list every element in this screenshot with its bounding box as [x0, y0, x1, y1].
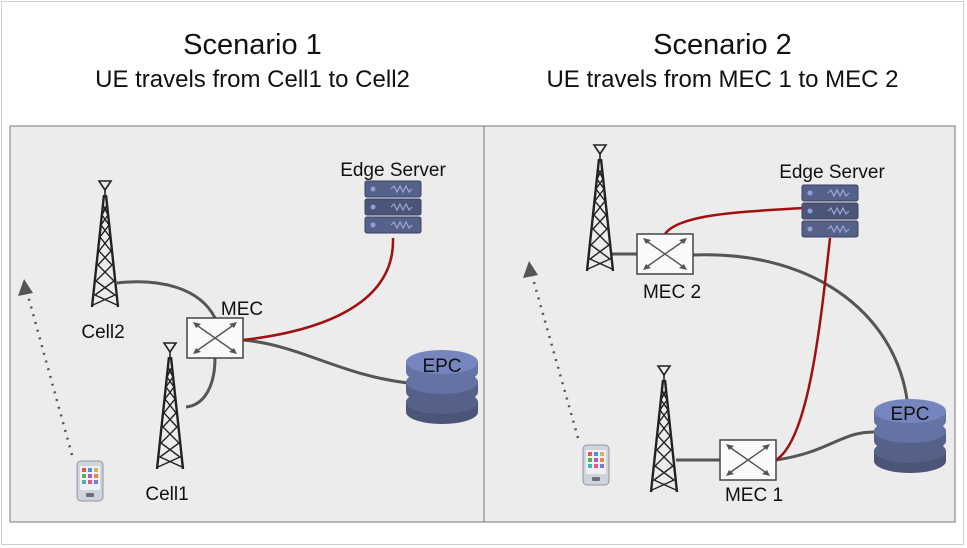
link-cell2-mec [116, 280, 217, 319]
smartphone-icon [582, 444, 610, 486]
link-mec1-edge-server [775, 237, 832, 462]
switch-icon [636, 233, 694, 275]
epc-label: EPC [422, 356, 461, 377]
edge-server-label: Edge Server [779, 162, 885, 183]
switch-icon [186, 317, 244, 359]
edge-server-label: Edge Server [340, 160, 446, 181]
smartphone-icon [76, 460, 104, 502]
switch-icon [719, 439, 777, 481]
mec1-label: MEC 1 [725, 485, 783, 506]
epc-label: EPC [890, 404, 929, 425]
scenario2-title: Scenario 2 [653, 29, 792, 61]
link-mec-epc [242, 338, 409, 385]
cell1-label: Cell1 [145, 484, 188, 505]
scenario1-title: Scenario 1 [183, 29, 322, 61]
movement-arrow-head [523, 261, 538, 278]
link-mec-edge-server [242, 237, 395, 342]
scenario1-diagram: Cell2 Cell1 MEC Edge Server EPC [18, 160, 478, 505]
mec2-label: MEC 2 [643, 282, 701, 303]
cell2-label: Cell2 [81, 322, 124, 343]
link-mec1-epc [775, 430, 875, 462]
movement-arrow-head [18, 279, 33, 296]
link-mec2-edge-server [663, 206, 804, 235]
scenario2-diagram: MEC 2 MEC 1 Edge Server EPC [523, 143, 946, 506]
scenario2-subtitle: UE travels from MEC 1 to MEC 2 [546, 66, 899, 93]
scenario1-subtitle: UE travels from Cell1 to Cell2 [95, 66, 410, 93]
link-mec2-epc [692, 253, 910, 409]
server-icon [364, 180, 422, 234]
mec-label: MEC [221, 299, 263, 320]
link-cell1-mec [185, 357, 217, 409]
server-icon [801, 184, 859, 238]
